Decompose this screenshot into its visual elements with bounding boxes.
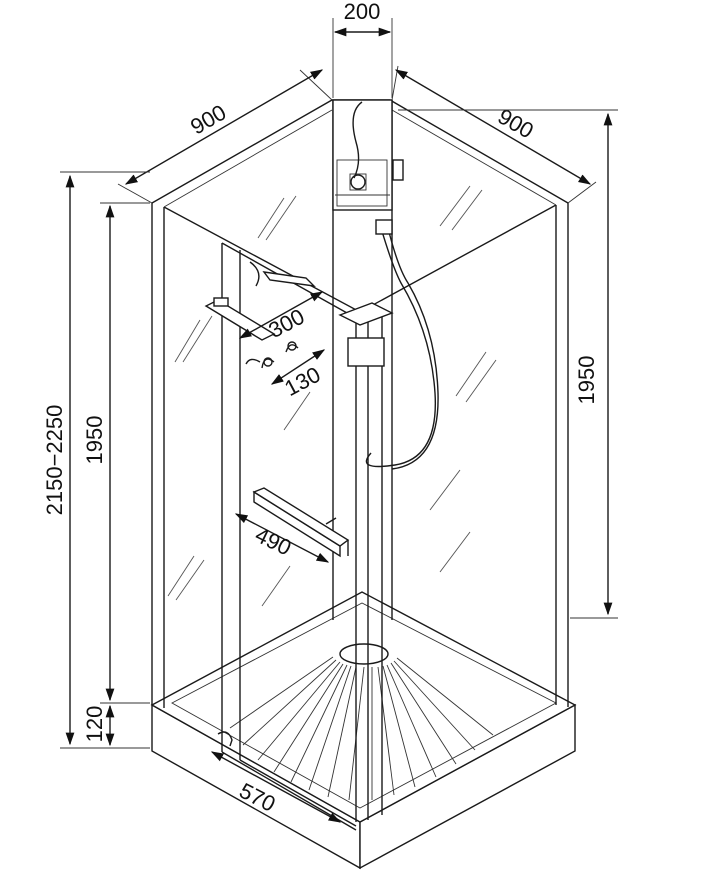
dim-shelf-depth: [238, 291, 324, 339]
control-panel-icon: [392, 159, 404, 181]
width-right-label: 900: [494, 103, 538, 143]
width-left-label: 900: [186, 99, 230, 139]
glass-reflections: [167, 185, 497, 607]
dim-width-right: [391, 65, 597, 204]
dim-cabin-height-left: [100, 202, 150, 704]
dim-bench-width: [234, 513, 330, 563]
dim-cabin-height-right: [398, 109, 618, 619]
total-height-label: 2150−2250: [42, 405, 67, 516]
shelf-depth-label: 300: [264, 304, 308, 343]
towel-hooks: [245, 341, 299, 369]
shower-tray: [150, 591, 577, 870]
column-width-label: 200: [344, 0, 381, 24]
dim-hook-rail: [270, 349, 326, 385]
cabin-height-left-label: 1950: [82, 416, 107, 465]
hook-rail-label: 130: [280, 362, 324, 401]
cabin-height-right-label: 1950: [574, 356, 599, 405]
dim-column-width: [332, 18, 393, 98]
bench-width-label: 490: [251, 522, 295, 561]
mixer-knob-icon: [350, 174, 366, 190]
dim-door-width: [210, 751, 342, 823]
dim-width-left: [117, 69, 333, 204]
dim-tray-height: [100, 704, 150, 749]
tray-height-label: 120: [82, 706, 107, 743]
